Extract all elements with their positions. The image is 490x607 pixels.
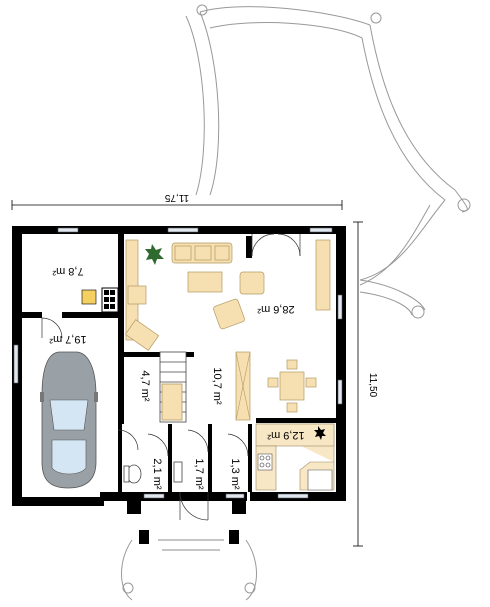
dimension-depth: 11,50: [353, 221, 378, 547]
kitchen-counter: [255, 423, 335, 491]
terrace-door: [251, 233, 301, 257]
entrance-doors: [147, 429, 249, 521]
room-label-kitchen: 12,9 m²: [267, 429, 305, 441]
dimension-width-label: 11,75: [164, 192, 189, 203]
dimension-width: 11,75: [11, 192, 343, 210]
wc-fixtures: [123, 461, 183, 484]
hall-items: [235, 351, 251, 421]
room-label-vestibule: 1,7 m²: [193, 458, 205, 490]
windows: [13, 227, 343, 499]
dimension-depth-label: 11,50: [367, 373, 378, 398]
interior-walls: [22, 234, 336, 506]
room-label-closet: 1,3 m²: [229, 458, 241, 490]
garage-doors: [41, 317, 139, 451]
front-steps: [121, 530, 257, 601]
living-furniture: [124, 239, 331, 351]
car-icon: [40, 351, 98, 489]
room-label-stairs: 4,7 m²: [139, 370, 151, 402]
room-labels: 7,8 m² 19,7 m² 28,6 m² 4,7 m² 10,7 m² 12…: [49, 265, 305, 490]
room-label-hall: 10,7 m²: [211, 367, 223, 405]
room-label-boiler: 7,8 m²: [52, 265, 84, 277]
room-label-wc: 2,1 m²: [151, 458, 163, 490]
boiler-equipment: [81, 287, 119, 313]
dining-table: [267, 359, 317, 413]
stairs-icon: [159, 351, 187, 423]
room-label-garage: 19,7 m²: [49, 333, 87, 345]
terrace-outline: [185, 4, 471, 319]
room-label-living: 28,6 m²: [257, 303, 295, 315]
